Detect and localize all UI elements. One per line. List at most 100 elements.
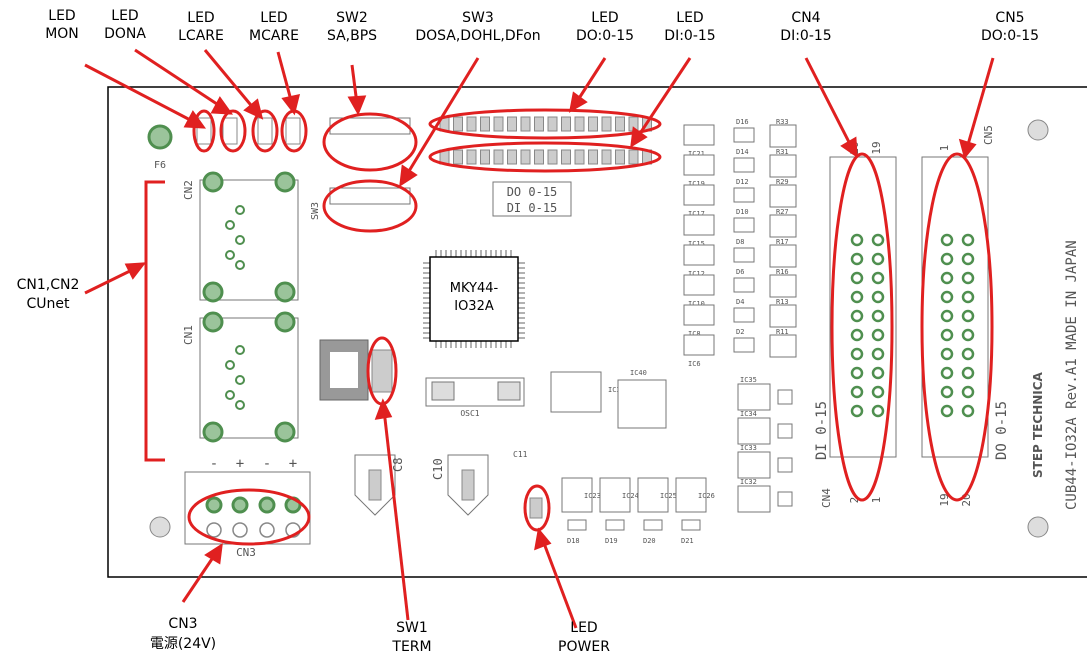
hl-cn3	[187, 488, 311, 546]
callout-labels: LED MON LED DONA LED LCARE LED MCARE SW2…	[17, 8, 1039, 655]
header-pin	[940, 385, 954, 399]
callout-led-power-1: LED	[570, 620, 597, 636]
header-pin	[871, 252, 885, 266]
callout-cn3-2: 電源(24V)	[150, 636, 216, 652]
mky44-chip: MKY44- IO32A	[423, 250, 525, 348]
do-di-silk-box	[492, 181, 572, 217]
header-pin	[961, 385, 975, 399]
cn3-silk: CN3	[236, 546, 256, 559]
silk-do: DO 0-15	[507, 185, 558, 199]
led-do	[601, 116, 612, 132]
header-pin	[871, 366, 885, 380]
cn5-pin-19: 19	[938, 493, 951, 506]
header-pin	[940, 271, 954, 285]
led-di	[520, 149, 531, 165]
hl-led-do	[428, 108, 662, 140]
callout-led-lcare-2: LCARE	[178, 28, 224, 44]
osc1	[425, 377, 525, 407]
optocoupler	[683, 334, 715, 356]
header-pin	[940, 252, 954, 266]
callout-sw1-2: TERM	[391, 639, 431, 655]
ic-label: IC19	[688, 180, 705, 188]
cn1-connector	[199, 311, 299, 443]
header-pin	[940, 404, 954, 418]
bottom-d-label: D20	[643, 537, 656, 545]
led-di	[628, 149, 639, 165]
resistor	[769, 184, 797, 208]
led-do	[493, 116, 504, 132]
right-ic-label: IC33	[740, 444, 757, 452]
d-label: D12	[736, 178, 749, 186]
header-pin	[961, 271, 975, 285]
optocoupler	[683, 304, 715, 326]
sw3-silk: SW3	[310, 202, 321, 220]
ic-label: IC10	[688, 300, 705, 308]
callout-cn5-2: DO:0-15	[981, 28, 1039, 44]
header-pin	[940, 233, 954, 247]
resistor	[769, 304, 797, 328]
ic-label: IC8	[688, 330, 701, 338]
header-pin	[961, 366, 975, 380]
ic40	[617, 379, 667, 429]
chip-label-1: MKY44-	[450, 281, 499, 296]
hl-led-dona	[219, 109, 247, 153]
di-0-15-silk: DI 0-15	[814, 401, 830, 460]
right-ic-label: IC32	[740, 478, 757, 486]
ic-label: IC12	[688, 270, 705, 278]
hl-led-lcare	[251, 109, 279, 153]
d-label: D6	[736, 268, 744, 276]
led-di	[493, 149, 504, 165]
header-pin	[940, 309, 954, 323]
optocoupler	[683, 274, 715, 296]
led-di	[574, 149, 585, 165]
silk-di: DI 0-15	[507, 201, 558, 215]
c11-silk: C11	[513, 450, 528, 459]
r-label: R31	[776, 148, 789, 156]
diode	[733, 277, 755, 293]
cn4-outline	[829, 156, 897, 458]
header-pin	[961, 233, 975, 247]
header-pin	[940, 366, 954, 380]
led-do	[453, 116, 463, 132]
highlight-ellipses	[187, 108, 994, 546]
led-di	[507, 149, 517, 165]
hl-led-mon	[192, 109, 216, 153]
ic-label: IC17	[688, 210, 705, 218]
r-label: R11	[776, 328, 789, 336]
d-label: D14	[736, 148, 749, 156]
diode	[733, 187, 755, 203]
header-pin	[940, 290, 954, 304]
bottom-diode	[681, 519, 701, 531]
header-pin	[940, 328, 954, 342]
header-pin	[961, 404, 975, 418]
header-pin	[871, 347, 885, 361]
header-pin	[850, 328, 864, 342]
header-pin	[850, 233, 864, 247]
r-label: R33	[776, 118, 789, 126]
callout-led-mcare-1: LED	[260, 10, 287, 26]
resistor	[769, 334, 797, 358]
header-pin	[850, 309, 864, 323]
cn2-silk: CN2	[182, 180, 195, 200]
callout-cn1-cn2-1: CN1,CN2	[17, 277, 80, 293]
header-pin	[850, 404, 864, 418]
led-di	[601, 149, 612, 165]
chip-label-2: IO32A	[454, 299, 494, 314]
callout-led-mcare-2: MCARE	[249, 28, 299, 44]
led-di	[453, 149, 463, 165]
right-ic-label: IC35	[740, 376, 757, 384]
header-pin	[871, 309, 885, 323]
callout-led-power-2: POWER	[558, 639, 610, 655]
header-pin	[850, 290, 864, 304]
header-pin	[871, 233, 885, 247]
led-do	[534, 116, 544, 132]
cn5-silk: CN5	[982, 125, 995, 145]
callout-cn3-1: CN3	[168, 616, 197, 632]
right-ic	[737, 383, 771, 411]
bottom-diode	[567, 519, 587, 531]
header-pin	[961, 252, 975, 266]
led-di	[561, 149, 571, 165]
hl-sw3	[322, 179, 418, 233]
